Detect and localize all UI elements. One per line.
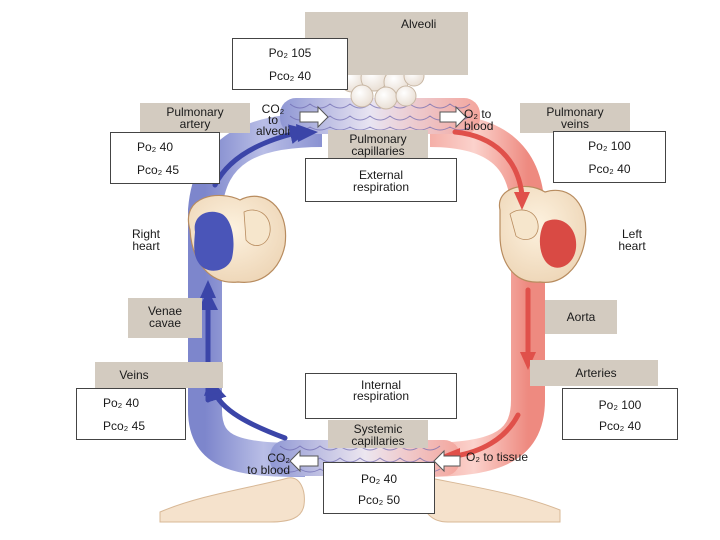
external-respiration-label: External respiration: [352, 168, 410, 194]
internal-respiration-box: Internal respiration: [305, 373, 457, 419]
pulmonary-artery-gas-values: Po₂ 40 Pco₂ 45: [110, 132, 220, 184]
alveoli-gas-values: Po₂ 105 Pco₂ 40: [232, 38, 348, 90]
right-heart-label: Right heart: [131, 227, 160, 253]
systemic-capillaries-label-text: Systemic capillaries: [351, 422, 405, 448]
aorta-label-text: Aorta: [566, 310, 596, 324]
o2-to-tissue-label: O₂ to tissue: [466, 450, 529, 464]
veins-label-text: Veins: [119, 368, 149, 382]
oxygenated-flow-arrows: [452, 129, 531, 459]
pulmonary-capillaries-label: Pulmonary capillaries: [328, 130, 428, 158]
alveoli-label-text: Alveoli: [401, 17, 437, 31]
left-heart-illustration: [498, 185, 587, 283]
pulmonary-artery-po2: Po₂ 40: [137, 140, 174, 154]
veins-pco2: Pco₂ 45: [103, 419, 146, 433]
arteries-label-text: Arteries: [575, 366, 617, 380]
pulmonary-artery-pco2: Pco₂ 45: [137, 163, 180, 177]
pulmonary-veins-gas-values: Po₂ 100 Pco₂ 40: [553, 131, 666, 183]
gas-transfer-arrows: [289, 105, 467, 473]
alveoli-pco2: Pco₂ 40: [268, 69, 312, 83]
pulmonary-artery-label-text: Pulmonary artery: [166, 105, 224, 131]
arteries-pco2: Pco₂ 40: [598, 419, 642, 433]
pulmonary-veins-po2: Po₂ 100: [588, 139, 631, 153]
systemic-capillaries-po2: Po₂ 40: [360, 472, 398, 486]
veins-po2: Po₂ 40: [103, 396, 140, 410]
o2-to-blood-label: O₂ to blood: [464, 107, 494, 133]
veins-label: Veins: [95, 362, 223, 388]
arteries-gas-values: Po₂ 100 Pco₂ 40: [562, 388, 678, 440]
systemic-capillaries-label: Systemic capillaries: [328, 420, 428, 448]
pulmonary-artery-label: Pulmonary artery: [140, 103, 250, 133]
co2-to-blood-label: CO₂ to blood: [247, 451, 290, 477]
alveoli-po2: Po₂ 105: [268, 46, 312, 60]
pulmonary-capillary-bed: [280, 98, 480, 134]
arteries-po2: Po₂ 100: [598, 398, 642, 412]
venae-cavae-label-text: Venae cavae: [147, 304, 183, 330]
pulmonary-capillaries-label-text: Pulmonary capillaries: [349, 132, 407, 158]
external-respiration-box: External respiration: [305, 158, 457, 202]
pulmonary-veins-label-text: Pulmonary veins: [546, 105, 604, 131]
pulmonary-veins-label: Pulmonary veins: [520, 103, 630, 133]
venae-cavae-label: Venae cavae: [128, 298, 202, 338]
systemic-capillaries-pco2: Pco₂ 50: [357, 493, 401, 507]
left-heart-label: Left heart: [618, 227, 646, 253]
pulmonary-veins-pco2: Pco₂ 40: [588, 162, 631, 176]
arteries-label: Arteries: [530, 360, 658, 386]
right-heart-illustration: [187, 194, 287, 283]
feet-illustration: [159, 477, 561, 523]
co2-to-alveoli-label: CO₂ to alveoli: [255, 102, 291, 138]
systemic-capillaries-gas-values: Po₂ 40 Pco₂ 50: [323, 462, 435, 514]
veins-gas-values: Po₂ 40 Pco₂ 45: [76, 388, 186, 440]
aorta-label: Aorta: [545, 300, 617, 334]
internal-respiration-label: Internal respiration: [352, 378, 410, 403]
